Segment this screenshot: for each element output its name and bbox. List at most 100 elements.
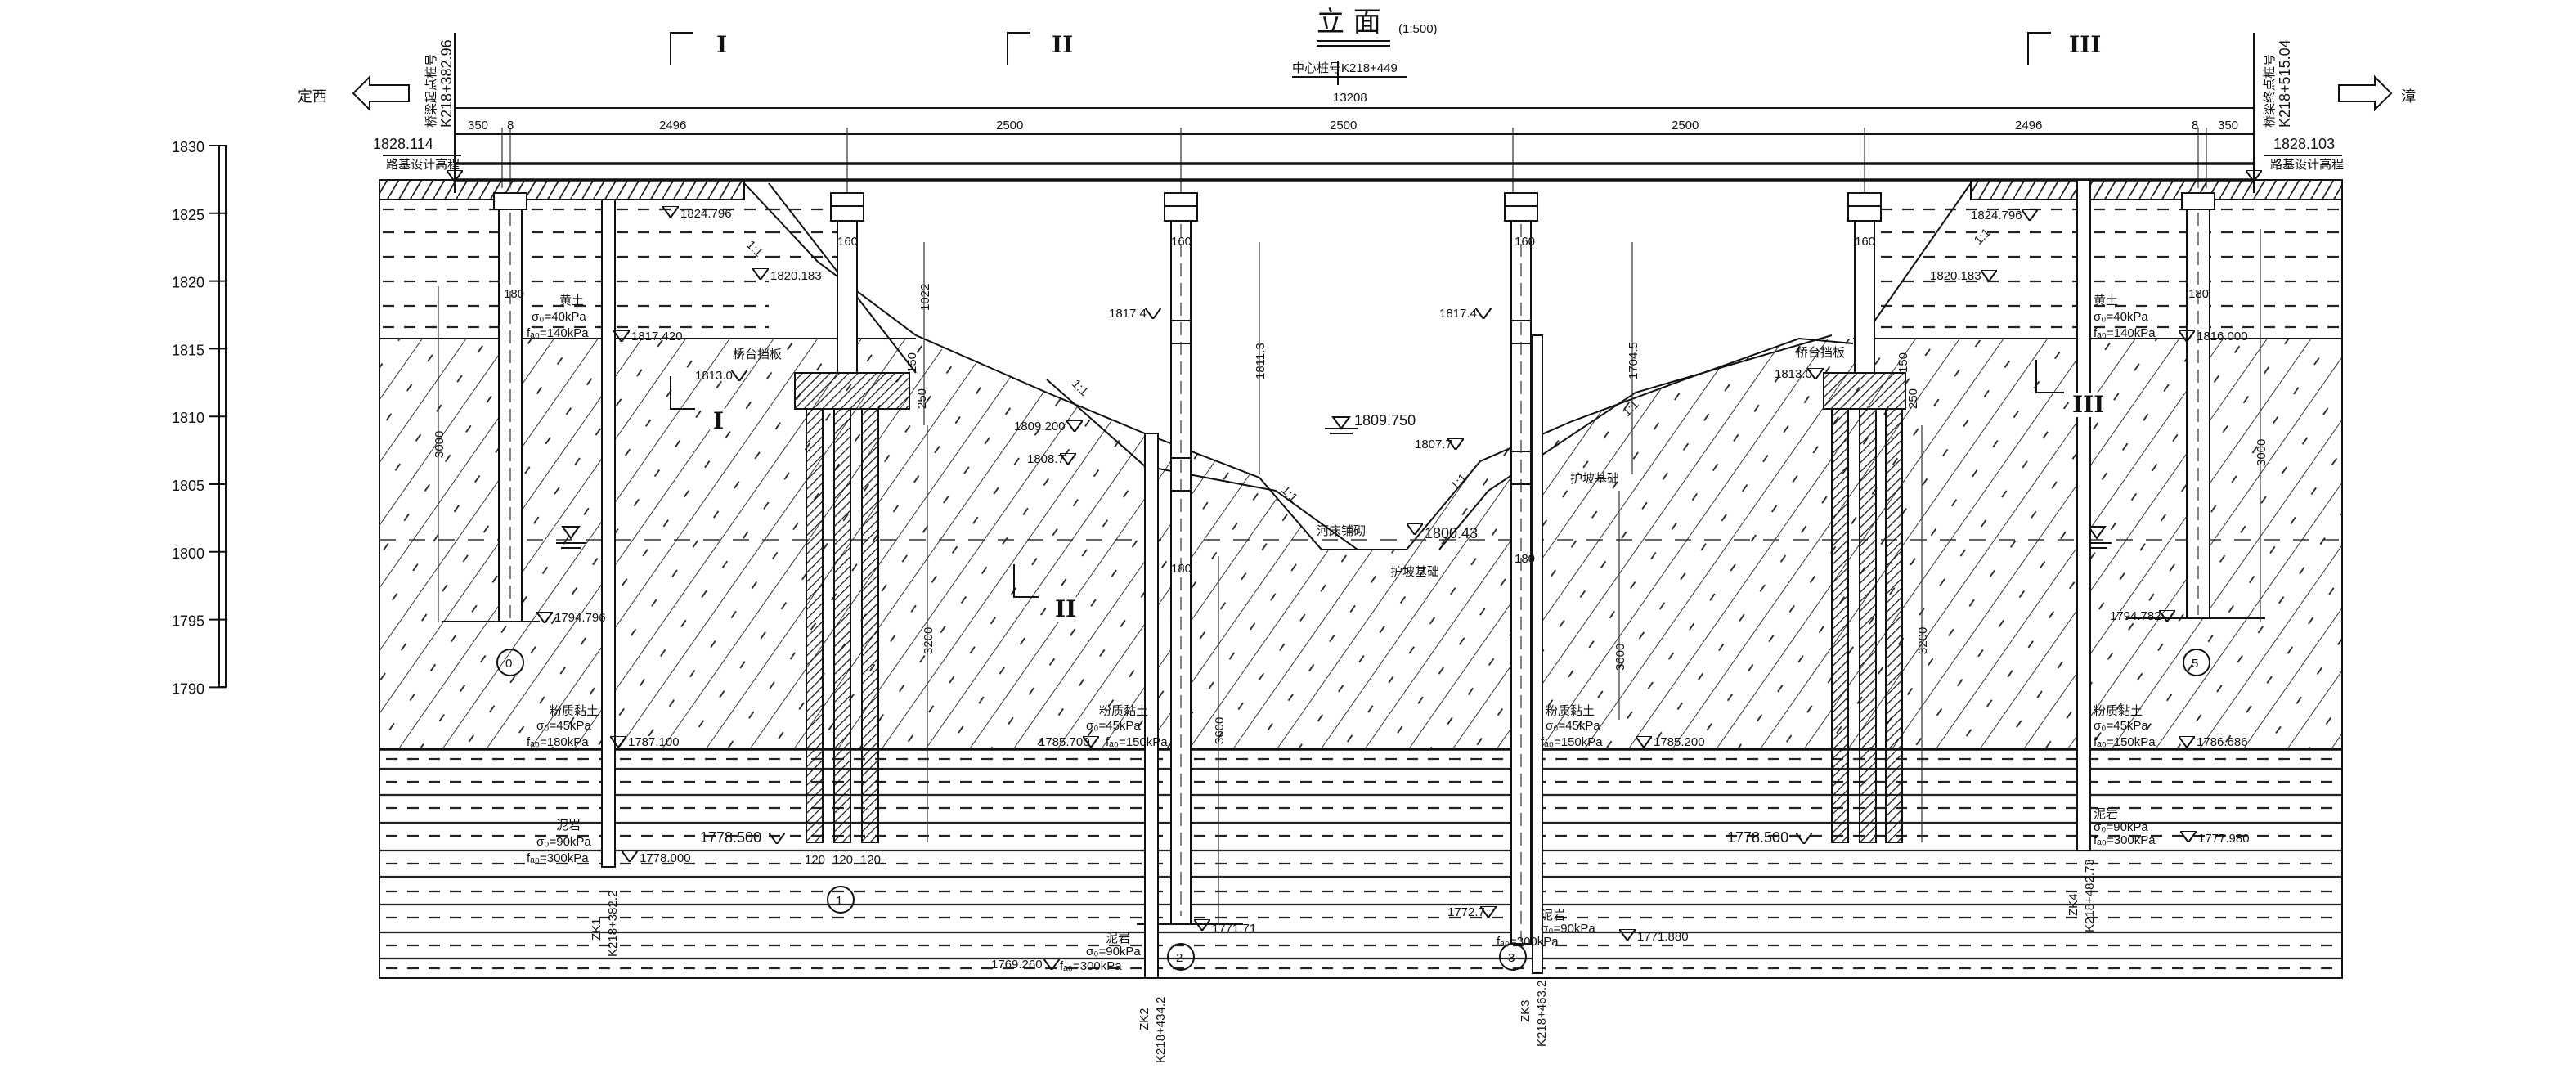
- slope-base-label: 护坡基础: [1570, 472, 1619, 486]
- svg-text:fₐ₀=140kPa: fₐ₀=140kPa: [2094, 326, 2156, 340]
- dim-span-6: 2496: [2015, 119, 2042, 132]
- svg-text:160: 160: [1515, 235, 1535, 249]
- scale-tick-label: 1790: [172, 680, 204, 697]
- svg-text:1771.880: 1771.880: [1637, 930, 1689, 944]
- design-elev-left: 1828.114: [373, 136, 433, 152]
- svg-text:ZK1: ZK1: [590, 918, 604, 941]
- svg-text:泥岩: 泥岩: [1106, 932, 1130, 945]
- svg-text:ZK4: ZK4: [2067, 893, 2080, 916]
- silty-clay-zone: [379, 339, 2342, 749]
- svg-text:fₐ₀=180kPa: fₐ₀=180kPa: [527, 735, 589, 749]
- svg-text:粉质黏土: 粉质黏土: [2094, 704, 2143, 718]
- svg-text:黄土: 黄土: [559, 294, 584, 308]
- svg-text:K218+434.2: K218+434.2: [1154, 997, 1168, 1063]
- svg-text:1769.260: 1769.260: [991, 958, 1043, 972]
- svg-text:1785.200: 1785.200: [1654, 735, 1705, 749]
- svg-text:1824.796: 1824.796: [680, 207, 732, 221]
- soil-labels: 黄土 σ₀=40kPa fₐ₀=140kPa 黄土 σ₀=40kPa fₐ₀=1…: [527, 294, 2156, 973]
- svg-text:1:1: 1:1: [1278, 483, 1300, 505]
- pier-number-1: 1: [836, 894, 842, 908]
- svg-text:3200: 3200: [922, 627, 936, 654]
- design-elev-label-right: 路基设计高程: [2270, 158, 2344, 172]
- svg-text:150: 150: [1896, 352, 1910, 373]
- svg-text:120: 120: [832, 853, 853, 867]
- svg-text:III: III: [2069, 31, 2101, 58]
- svg-text:黄土: 黄土: [2094, 294, 2118, 308]
- svg-text:fₐ₀=150kPa: fₐ₀=150kPa: [1106, 735, 1168, 749]
- svg-text:1785.700: 1785.700: [1039, 735, 1090, 749]
- slope-base-label: 护坡基础: [1390, 565, 1439, 579]
- svg-text:160: 160: [837, 235, 858, 249]
- svg-text:1786.686: 1786.686: [2197, 735, 2248, 749]
- pier-3: 3: [1499, 192, 1538, 971]
- svg-text:1816.000: 1816.000: [2197, 330, 2248, 343]
- borehole-zk2: ZK2 K218+434.2: [1138, 433, 1168, 1063]
- svg-text:fₐ₀=300kPa: fₐ₀=300kPa: [2094, 833, 2156, 847]
- scale-tick-label: 1825: [172, 207, 204, 223]
- section-marker-2: II: [1007, 31, 1073, 65]
- direction-left: 定西: [298, 74, 410, 112]
- dim-span-4: 2500: [1330, 119, 1357, 132]
- svg-text:3600: 3600: [1213, 717, 1227, 744]
- svg-text:160: 160: [1855, 235, 1875, 249]
- svg-text:250: 250: [915, 388, 929, 409]
- section-marker-1: I: [670, 31, 727, 65]
- svg-text:1808.7: 1808.7: [1027, 452, 1065, 466]
- svg-text:150: 150: [905, 352, 919, 373]
- svg-text:1778.500: 1778.500: [1727, 829, 1788, 846]
- svg-text:泥岩: 泥岩: [1541, 909, 1565, 923]
- svg-text:3000: 3000: [433, 431, 447, 458]
- svg-text:fₐ₀=150kPa: fₐ₀=150kPa: [2094, 735, 2156, 749]
- svg-text:1820.183: 1820.183: [1930, 269, 1981, 283]
- section-cut-3: III: [2035, 360, 2104, 418]
- svg-text:I: I: [713, 407, 724, 434]
- svg-text:fₐ₀=300kPa: fₐ₀=300kPa: [1497, 935, 1559, 949]
- svg-text:1813.0: 1813.0: [1775, 367, 1812, 381]
- elevation-labels: 1824.796 1820.183 1817.420 1813.0 1817.4…: [536, 206, 2250, 972]
- svg-text:3000: 3000: [2255, 439, 2269, 466]
- pier-2: 2: [1137, 192, 1243, 971]
- scale-tick-label: 1795: [172, 613, 204, 630]
- dim-span-5: 2500: [1672, 119, 1699, 132]
- svg-text:1809.200: 1809.200: [1014, 420, 1066, 433]
- svg-text:σ₀=90kPa: σ₀=90kPa: [2094, 820, 2148, 834]
- section-cut-2: II: [1013, 564, 1076, 622]
- svg-text:1794.782: 1794.782: [2110, 609, 2161, 623]
- end-station-label: 桥梁终点桩号: [2263, 54, 2277, 128]
- svg-text:1813.0: 1813.0: [695, 369, 733, 383]
- svg-text:1778.000: 1778.000: [640, 851, 691, 865]
- svg-text:1:1: 1:1: [1972, 226, 1994, 248]
- river-water-icon: [1325, 416, 1358, 434]
- title-main: 立 面: [1317, 6, 1381, 38]
- direction-right: 漳: [2338, 74, 2416, 112]
- center-station: 中心桩号K218+449: [1292, 61, 1398, 75]
- svg-text:250: 250: [1906, 388, 1920, 409]
- design-elev-label-left: 路基设计高程: [386, 158, 460, 172]
- svg-text:180: 180: [504, 287, 524, 301]
- svg-text:1794.796: 1794.796: [554, 611, 606, 625]
- dim-span-8: 350: [2218, 119, 2238, 132]
- svg-text:II: II: [1055, 595, 1076, 622]
- svg-text:1787.100: 1787.100: [628, 735, 680, 749]
- svg-text:1807.7: 1807.7: [1415, 438, 1452, 451]
- svg-text:σ₀=90kPa: σ₀=90kPa: [1541, 922, 1595, 936]
- start-station-label: 桥梁起点桩号: [424, 54, 438, 128]
- svg-text:粉质黏土: 粉质黏土: [1546, 704, 1595, 718]
- svg-text:1800.43: 1800.43: [1425, 525, 1478, 541]
- svg-text:fₐ₀=300kPa: fₐ₀=300kPa: [527, 851, 589, 865]
- svg-text:1809.750: 1809.750: [1354, 412, 1416, 429]
- pier-number-5: 5: [2192, 657, 2198, 671]
- svg-text:σ₀=45kPa: σ₀=45kPa: [1546, 719, 1600, 733]
- vertical-dimensions: 1022 1811.3 1704.5 3200 3200 3600 3600 3…: [433, 226, 2269, 924]
- dimension-chain: 13208 350 8 2496 2500 2500 2500 2496 8 3…: [455, 91, 2254, 193]
- title-scale: (1:500): [1398, 22, 1438, 36]
- svg-text:1817.4: 1817.4: [1439, 307, 1477, 321]
- ground-profile: [743, 182, 1854, 550]
- svg-text:σ₀=45kPa: σ₀=45kPa: [2094, 719, 2148, 733]
- svg-text:σ₀=90kPa: σ₀=90kPa: [536, 835, 591, 849]
- abutment-5: 5: [2126, 192, 2265, 676]
- arrow-right-icon: [2338, 74, 2393, 112]
- pier-number-2: 2: [1176, 951, 1183, 965]
- svg-text:1811.3: 1811.3: [1254, 343, 1268, 379]
- svg-text:σ₀=40kPa: σ₀=40kPa: [2094, 310, 2148, 324]
